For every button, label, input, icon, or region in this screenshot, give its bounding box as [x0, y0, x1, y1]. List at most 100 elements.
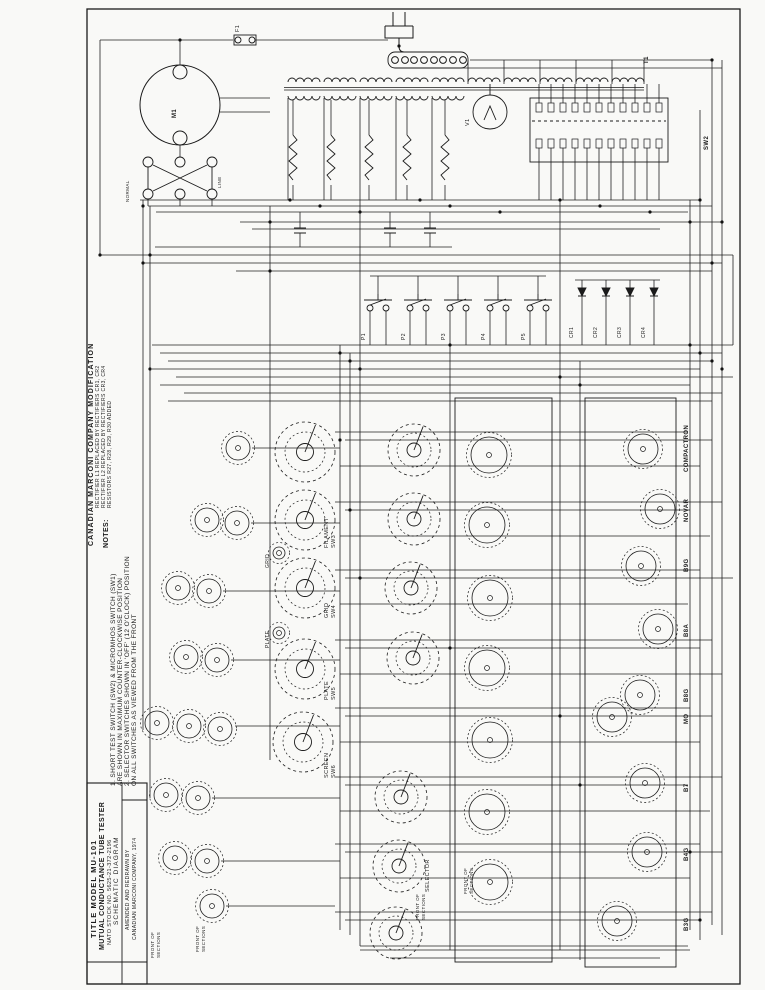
normal-label: NORMAL — [125, 180, 130, 202]
titleblock-title: TITLE MODEL MU-101 — [89, 839, 98, 938]
rotary-label-ref: SW5 — [331, 686, 337, 700]
socket-base-label: NOVAR — [684, 498, 690, 522]
socket-base-label: B3G — [684, 917, 690, 931]
tube-socket — [169, 640, 203, 674]
tube-socket — [220, 506, 254, 540]
rectifier-tube-v1 — [472, 84, 508, 130]
tube-socket — [221, 431, 255, 465]
section-caption: FRONT OF — [150, 931, 155, 958]
panel-socket — [464, 645, 510, 691]
rotary-label-name: SCREEN — [324, 752, 330, 778]
tube-v1-label: V1 — [465, 118, 471, 126]
selector-switch — [386, 631, 440, 685]
aux-terminal — [268, 542, 290, 564]
pushbutton-label: P4 — [481, 333, 487, 340]
socket-base-label: B4G — [684, 847, 690, 861]
pushbutton-label: P5 — [521, 333, 527, 340]
panel-socket — [467, 859, 513, 905]
rotary-label-name: FILAMENT — [324, 517, 330, 548]
section-caption: SECTIONS — [469, 867, 474, 894]
titleblock-doc-type: SCHEMATIC DIAGRAM — [113, 836, 120, 925]
socket-base-label: B8A — [684, 623, 690, 637]
rotary-label-ref: SW6 — [331, 764, 337, 778]
transformer-t1 — [284, 77, 645, 101]
diode-label: CR3 — [617, 326, 623, 338]
selector-switch — [374, 770, 428, 824]
aux-plate-label: PLATE — [265, 630, 271, 648]
aux-terminal — [268, 622, 290, 644]
rotary-switch — [272, 711, 334, 773]
rotary-switch — [274, 638, 336, 700]
section-caption: SECTIONS — [201, 925, 206, 952]
resistor-symbols — [288, 134, 450, 181]
panel-socket — [638, 609, 678, 649]
socket-base-label: B7 — [684, 783, 690, 792]
transformer-label: T1 — [644, 56, 650, 64]
meter-reverse-switch — [142, 156, 218, 200]
pushbutton-label: P2 — [401, 333, 407, 340]
socket-base-label: B9G — [684, 558, 690, 572]
panel-socket — [627, 832, 667, 872]
tube-socket — [192, 574, 226, 608]
capacitor-symbols — [294, 227, 436, 234]
rotary-label-name: PLATE — [324, 680, 330, 700]
aux-grid-label: GRID — [265, 553, 271, 568]
pushbutton-label: P3 — [441, 333, 447, 340]
line-plug — [384, 12, 469, 69]
panel-socket — [621, 546, 661, 586]
tube-socket — [172, 709, 206, 743]
short-test-contact-bank — [529, 97, 669, 163]
tube-socket — [158, 841, 192, 875]
tube-socket — [190, 503, 224, 537]
diode-label: CR2 — [593, 326, 599, 338]
selector-label: SELECTOR — [425, 859, 431, 892]
rotary-switch — [274, 489, 336, 551]
panel-socket — [466, 432, 512, 478]
selector-switch — [384, 561, 438, 615]
panel-socket — [597, 901, 637, 941]
meter-m1 — [139, 64, 221, 146]
selector-switch — [387, 423, 441, 477]
section-caption: FRONT OF — [415, 893, 420, 920]
titleblock-subtitle: MUTUAL CONDUCTANCE TUBE TESTER — [99, 801, 106, 950]
section-caption: FRONT OF — [195, 925, 200, 952]
rotary-switch — [274, 557, 336, 619]
tube-socket — [200, 643, 234, 677]
line-label: LINE — [217, 176, 222, 188]
rotary-label-name: GRID — [324, 602, 330, 618]
panel-socket — [464, 502, 510, 548]
section-caption: SECTIONS — [421, 893, 426, 920]
selector-switch — [369, 906, 423, 960]
junction-dots — [98, 38, 724, 922]
section-caption: FRONT OF — [463, 867, 468, 894]
pushbutton-label: P1 — [361, 333, 367, 340]
tube-socket — [195, 889, 229, 923]
rectifier-diodes — [577, 287, 659, 298]
selector-switch — [372, 839, 426, 893]
fuse-label: F1 — [235, 24, 241, 32]
panel-socket — [620, 675, 660, 715]
socket-base-label: MO — [684, 713, 690, 724]
diode-label: CR1 — [569, 326, 575, 338]
tube-socket — [203, 712, 237, 746]
panel-socket — [467, 717, 513, 763]
panel-socket — [592, 697, 632, 737]
sw2-label: SW2 — [704, 135, 710, 150]
meter-label: M1 — [172, 108, 178, 118]
panel-socket — [467, 575, 513, 621]
selector-switch — [387, 492, 441, 546]
rotary-label-ref: SW4 — [331, 604, 337, 618]
rotary-label-ref: SW3 — [331, 534, 337, 548]
socket-base-label: COMPACTRON — [684, 424, 690, 472]
harness-vertical-wires — [99, 40, 734, 960]
panel-socket — [464, 789, 510, 835]
panel-socket — [625, 763, 665, 803]
tube-socket — [140, 706, 174, 740]
titleblock-credit: CANADIAN MARCONI COMPANY, 1974 — [132, 837, 138, 940]
push-buttons — [364, 294, 552, 312]
socket-base-label: B8G — [684, 688, 690, 702]
panel-socket — [640, 489, 680, 529]
